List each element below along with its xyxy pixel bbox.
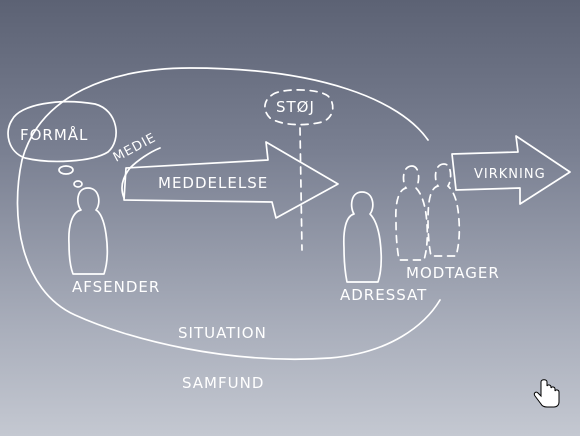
meddelelse-label: MEDDELELSE [158,174,268,192]
hand-pointer-icon [533,379,560,408]
stoej-line [299,127,303,251]
meddelelse-arrow [123,141,339,219]
stoej-bubble [264,89,334,126]
thought-dot-large [58,165,74,175]
afsender-label: AFSENDER [72,278,160,296]
adressat-label: ADRESSAT [340,286,427,304]
virkning-label: VIRKNING [474,167,546,182]
situation-boundary [16,67,441,361]
samfund-label: SAMFUND [182,374,264,392]
modtager-figure-1 [394,165,429,261]
formaal-label: FORMÅL [20,125,88,144]
adressat-figure [342,191,383,283]
modtager-figure-2 [427,163,461,257]
stoej-label: STØJ [276,98,315,116]
afsender-figure [68,187,109,275]
formaal-bubble [7,100,117,163]
situation-label: SITUATION [178,324,267,342]
medie-label: MEDIE [111,130,159,165]
modtager-label: MODTAGER [406,264,500,282]
thought-dot-small [73,180,83,188]
virkning-arrow [451,135,571,205]
